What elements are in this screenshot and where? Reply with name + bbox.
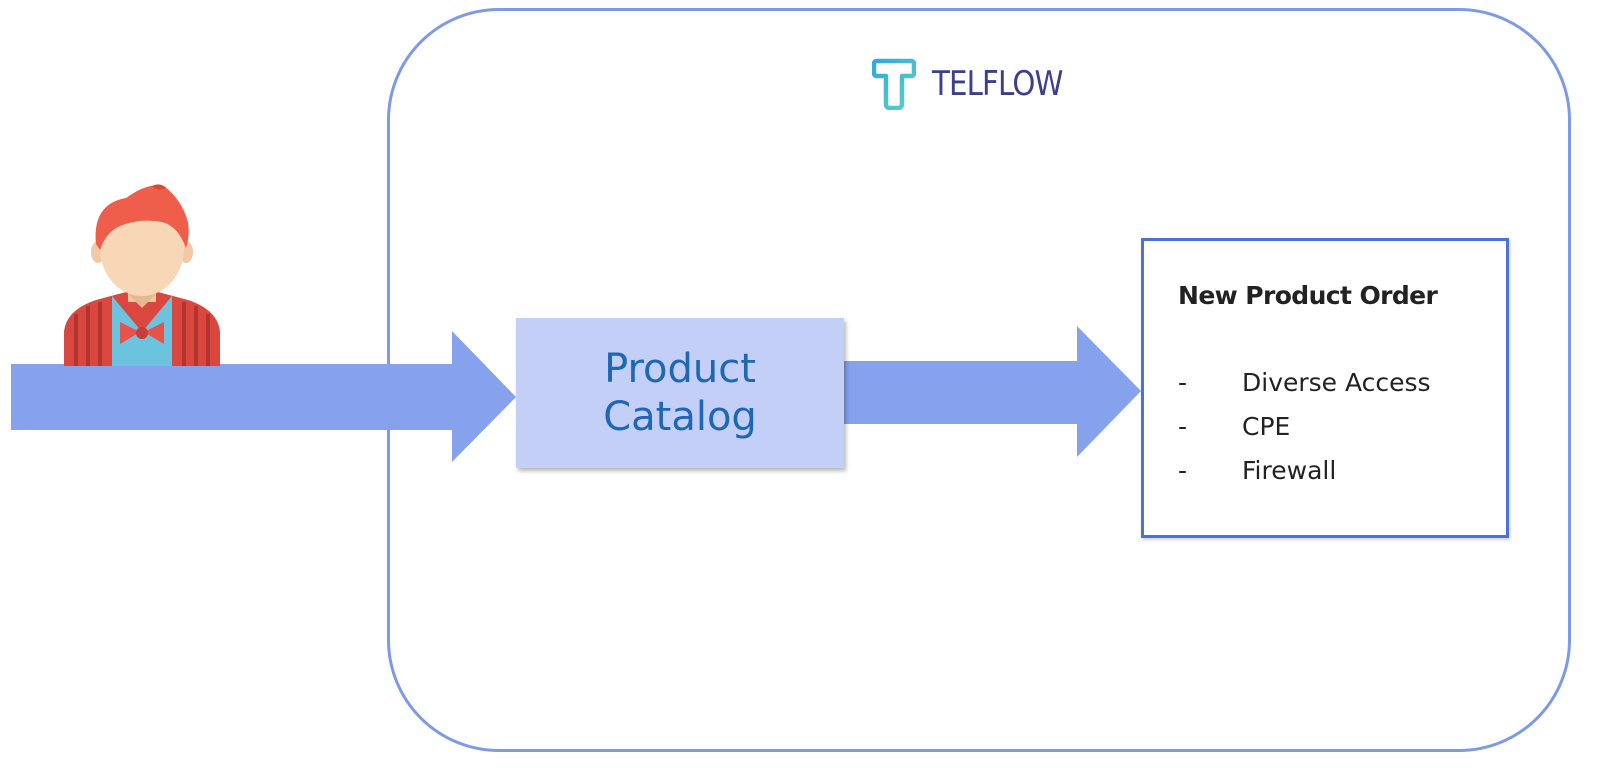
order-title: New Product Order <box>1178 281 1438 310</box>
order-item-cpe: CPE <box>1242 412 1291 441</box>
list-item: - Diverse Access <box>1178 361 1431 405</box>
catalog-label-line1: Product <box>604 346 756 392</box>
arrow-catalog-to-order <box>844 326 1141 457</box>
list-bullet: - <box>1178 412 1188 441</box>
catalog-label-line2: Catalog <box>603 394 757 440</box>
new-product-order-box: New Product Order - Diverse Access - CPE… <box>1141 238 1509 538</box>
order-item-firewall: Firewall <box>1242 456 1337 485</box>
arrow-customer-to-catalog <box>11 331 516 462</box>
brand-name: TELFLOW <box>932 64 1063 104</box>
list-bullet: - <box>1178 368 1188 397</box>
customer-avatar-icon <box>64 184 220 366</box>
order-item-list: - Diverse Access - CPE - Firewall <box>1178 361 1431 493</box>
telflow-logo: TELFLOW <box>872 58 1084 110</box>
list-bullet: - <box>1178 456 1188 485</box>
list-item: - CPE <box>1178 405 1431 449</box>
telflow-t-logo-icon <box>872 58 916 110</box>
order-item-diverse-access: Diverse Access <box>1242 368 1431 397</box>
list-item: - Firewall <box>1178 449 1431 493</box>
product-catalog-box: Product Catalog <box>516 318 844 468</box>
